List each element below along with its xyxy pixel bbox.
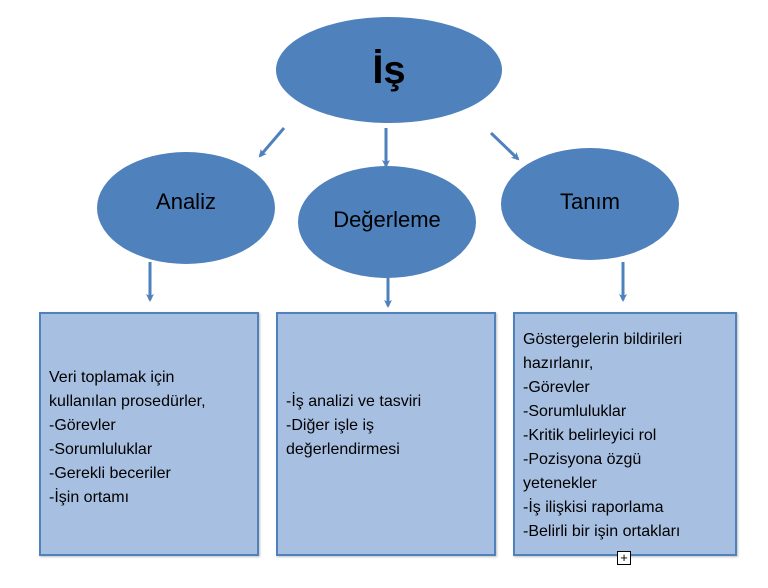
box-line: Göstergelerin bildirileri	[523, 331, 683, 348]
box-line: -İş ilişkisi raporlama	[523, 499, 664, 516]
box-line: -Görevler	[523, 379, 590, 396]
degerleme-ellipse	[298, 166, 476, 278]
arrow-to-analiz	[258, 127, 286, 158]
tanim-label: Tanım	[560, 189, 620, 214]
analiz-label: Analiz	[156, 189, 216, 214]
analiz-box: Veri toplamak için kullanılan prosedürle…	[39, 312, 259, 556]
tanim-ellipse	[501, 148, 679, 260]
arrow-to-tanim	[489, 131, 520, 161]
box-line: Veri toplamak için	[49, 369, 175, 386]
box-line: kullanılan prosedürler,	[49, 393, 206, 410]
analiz-ellipse	[97, 152, 275, 264]
box-line: hazırlanır,	[523, 355, 594, 372]
degerleme-label: Değerleme	[333, 207, 441, 232]
box-line: -Kritik belirleyici rol	[523, 427, 657, 444]
box-line: -İşin ortamı	[49, 489, 130, 506]
box-line: yetenekler	[523, 475, 597, 492]
box-line: -Belirli bir işin ortakları	[523, 523, 681, 540]
plus-box-icon[interactable]: +	[617, 551, 631, 565]
box-line: -Sorumluluklar	[523, 403, 627, 420]
box-line: -Sorumluluklar	[49, 441, 153, 458]
degerleme-box: -İş analizi ve tasviri -Diğer işle iş de…	[276, 312, 496, 556]
root-label: İş	[372, 47, 406, 92]
box-line: -Diğer işle iş	[286, 417, 375, 434]
box-line: -İş analizi ve tasviri	[286, 393, 422, 410]
box-line: -Pozisyona özgü	[523, 451, 642, 468]
root-ellipse	[276, 17, 502, 123]
box-line: -Gerekli beceriler	[49, 465, 171, 482]
box-line: -Görevler	[49, 417, 116, 434]
box-line: değerlendirmesi	[286, 441, 400, 458]
tanim-box: Göstergelerin bildirileri hazırlanır, -G…	[513, 312, 737, 556]
